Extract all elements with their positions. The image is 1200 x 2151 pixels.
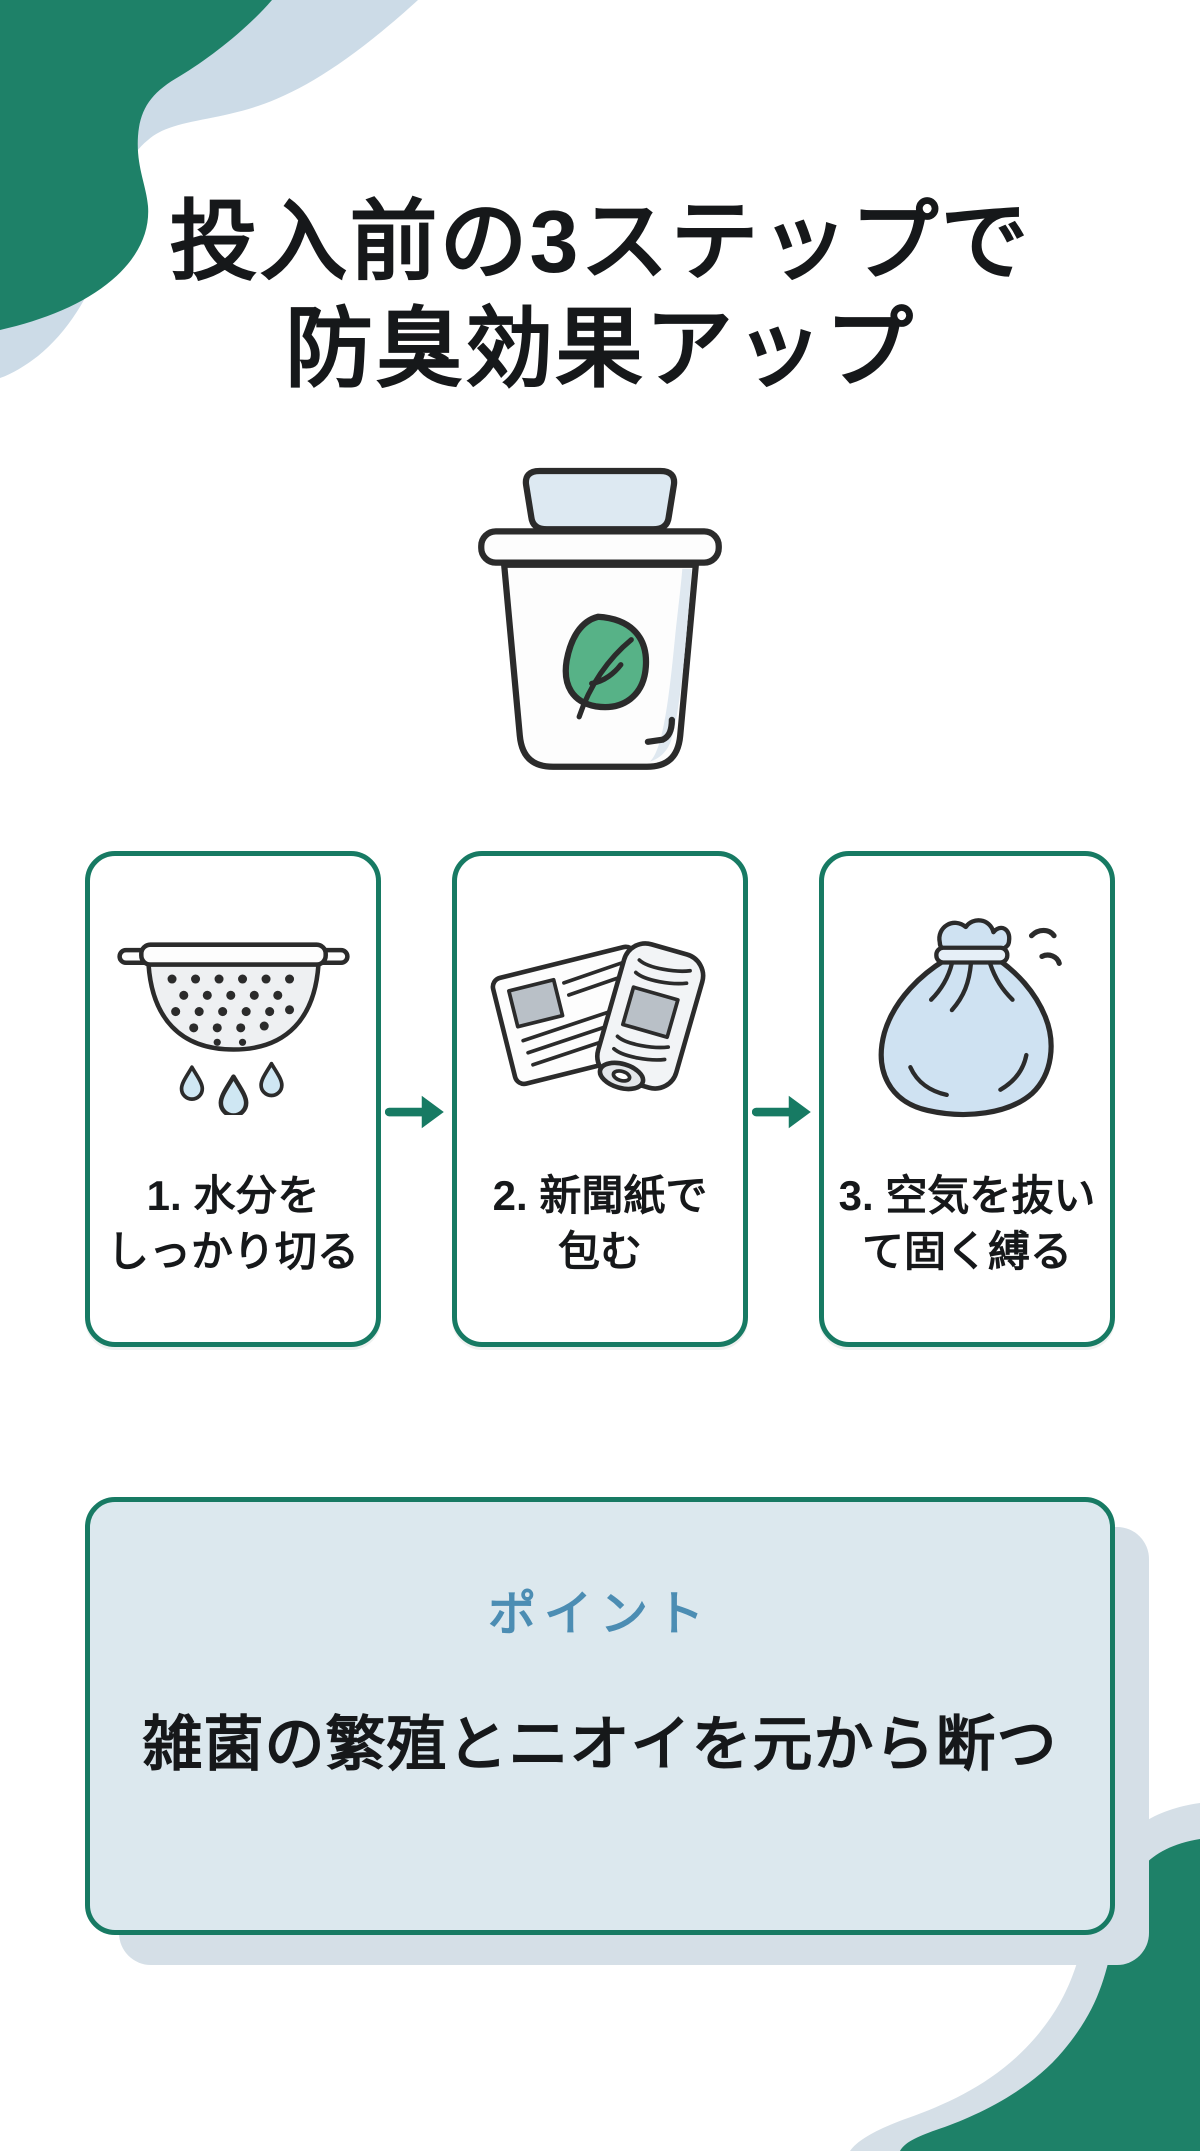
page-title: 投入前の3ステップで 防臭効果アップ [0,0,1200,403]
squeeze-marks [1028,927,1062,966]
water-drops [179,1061,284,1115]
newspaper-icon [480,892,720,1142]
step-caption-line-2: て固く縛る [861,1227,1072,1275]
page-title-line-1: 投入前の3ステップで [169,192,1031,291]
arrow-right-icon [752,1095,811,1129]
step-caption-line-1: 2. 新聞紙で [492,1171,708,1219]
point-section: ポイント 雑菌の繁殖とニオイを元から断つ [85,1496,1149,1965]
eco-trash-bin-icon [478,467,722,770]
step-caption: 2. 新聞紙で 包む [493,1168,708,1280]
step-caption: 3. 空気を抜い て固く縛る [839,1168,1096,1280]
bin-shading [650,568,692,762]
colander-holes [167,974,294,1046]
step-card-2: 2. 新聞紙で 包む [452,850,748,1347]
step-caption-line-1: 3. 空気を抜い [838,1171,1096,1219]
point-card: ポイント 雑菌の繁殖とニオイを元から断つ [85,1496,1115,1935]
tied-bag-icon [855,892,1080,1142]
step-card-1: 1. 水分を しっかり切る [85,850,381,1347]
steps-row: 1. 水分を しっかり切る [85,850,1115,1347]
step-caption: 1. 水分を しっかり切る [107,1168,359,1280]
step-caption-line-2: しっかり切る [106,1227,359,1275]
step-caption-line-2: 包む [557,1227,642,1275]
infographic: 投入前の3ステップで 防臭効果アップ [0,0,1200,1965]
arrow-right-icon [385,1095,444,1129]
point-text: 雑菌の繁殖とニオイを元から断つ [142,1710,1058,1778]
page-title-line-2: 防臭効果アップ [284,299,915,399]
step-card-3: 3. 空気を抜い て固く縛る [819,850,1115,1347]
step-caption-line-1: 1. 水分を [146,1171,320,1219]
point-heading: ポイント [487,1587,712,1641]
colander-drip-icon [116,892,351,1142]
